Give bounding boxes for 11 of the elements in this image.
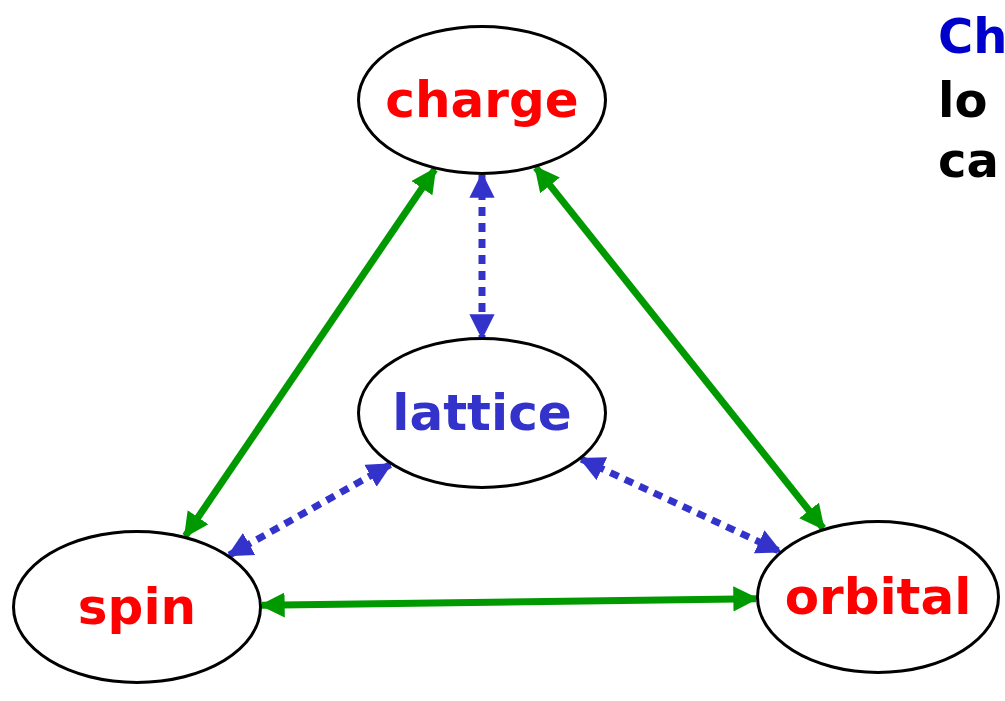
double-arrow — [182, 167, 438, 539]
double-arrow — [579, 455, 783, 555]
double-arrow — [533, 165, 826, 531]
node-label: spin — [77, 578, 197, 636]
node-label: charge — [385, 71, 579, 129]
heading-text: lo — [938, 72, 988, 128]
node-label: orbital — [784, 568, 972, 626]
heading-text: ca — [938, 132, 999, 188]
double-arrow — [227, 461, 393, 559]
node-label: lattice — [392, 384, 572, 442]
heading-text: Ch — [938, 8, 1005, 64]
